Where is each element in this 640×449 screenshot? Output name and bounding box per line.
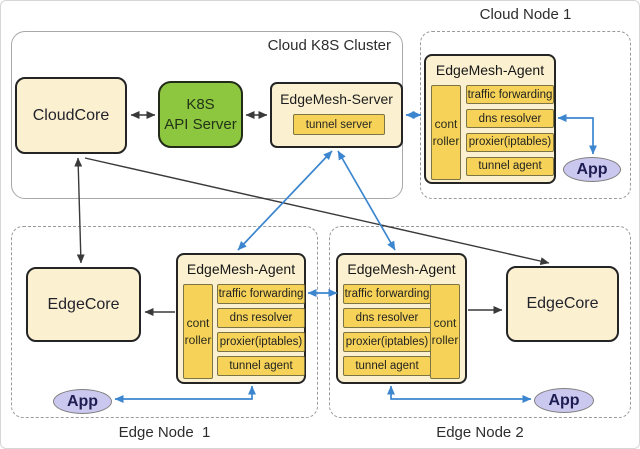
edgemesh-server-box: EdgeMesh-Server tunnel server [270,82,403,148]
controller-label-edge1: cont roller [185,315,212,347]
controller-box-edge2: cont roller [430,284,460,379]
edgemesh-agent-edge1-title: EdgeMesh-Agent [186,261,296,277]
edge-node-2-label: Edge Node 2 [436,423,524,441]
module-dns-resolver: dns resolver [217,308,305,328]
module-proxier: proxier(iptables) [466,132,554,153]
controller-line1: cont [434,117,458,132]
controller-box-cloud: cont roller [431,85,461,180]
controller-label-cloud: cont roller [433,116,460,148]
module-tunnel-agent: tunnel agent [217,356,305,376]
app-ellipse-edge1: App [53,389,112,414]
app-ellipse-edge2: App [534,388,594,413]
edge-node-1-label: Edge Node 1 [118,423,211,441]
cloudcore-box: CloudCore [15,77,127,154]
cloud-node-1-label: Cloud Node 1 [479,5,572,23]
edgecore-label-1: EdgeCore [47,295,120,313]
edgecore-box-1: EdgeCore [26,267,141,342]
module-traffic-forwarding: traffic forwarding [217,284,305,304]
edgemesh-agent-edge2-title: EdgeMesh-Agent [347,261,456,277]
module-tunnel-agent: tunnel agent [343,356,431,376]
controller-label-edge2: cont roller [432,315,459,347]
k8s-line2: API Server [164,115,237,133]
tunnel-server-box: tunnel server [293,114,385,135]
module-proxier: proxier(iptables) [343,332,431,352]
module-tunnel-agent: tunnel agent [466,156,554,176]
module-dns-resolver: dns resolver [466,108,554,129]
module-traffic-forwarding: traffic forwarding [466,85,554,105]
k8s-api-server-box: K8S API Server [158,81,243,148]
module-traffic-forwarding: traffic forwarding [343,284,431,304]
cloud-k8s-cluster-label: Cloud K8S Cluster [267,37,391,54]
app-ellipse-cloud: App [563,157,621,182]
controller-line2: roller [432,133,460,148]
controller-line2: roller [184,332,212,347]
edgemesh-agent-edge1: EdgeMesh-Agent cont roller traffic forwa… [176,253,306,384]
module-dns-resolver: dns resolver [343,308,431,328]
edgecore-label-2: EdgeCore [526,295,599,312]
modules-cloud: traffic forwarding dns resolver proxier(… [466,85,554,176]
edgecore-box-2: EdgeCore [506,266,619,342]
controller-box-edge1: cont roller [183,284,213,379]
controller-line1: cont [186,316,210,331]
controller-line1: cont [433,316,457,331]
edgemesh-server-label: EdgeMesh-Server [280,91,393,107]
edgemesh-agent-cloud-title: EdgeMesh-Agent [435,62,545,78]
k8s-line1: K8S [186,96,215,113]
cloudcore-label: CloudCore [32,106,110,124]
module-proxier: proxier(iptables) [217,332,305,352]
edgemesh-agent-edge2: EdgeMesh-Agent traffic forwarding dns re… [336,253,467,384]
edgemesh-agent-cloud: EdgeMesh-Agent cont roller traffic forwa… [424,54,556,184]
modules-edge1: traffic forwarding dns resolver proxier(… [217,284,305,376]
k8s-api-server-label: K8S API Server [164,95,237,134]
modules-edge2: traffic forwarding dns resolver proxier(… [343,284,431,376]
controller-line2: roller [431,332,459,347]
